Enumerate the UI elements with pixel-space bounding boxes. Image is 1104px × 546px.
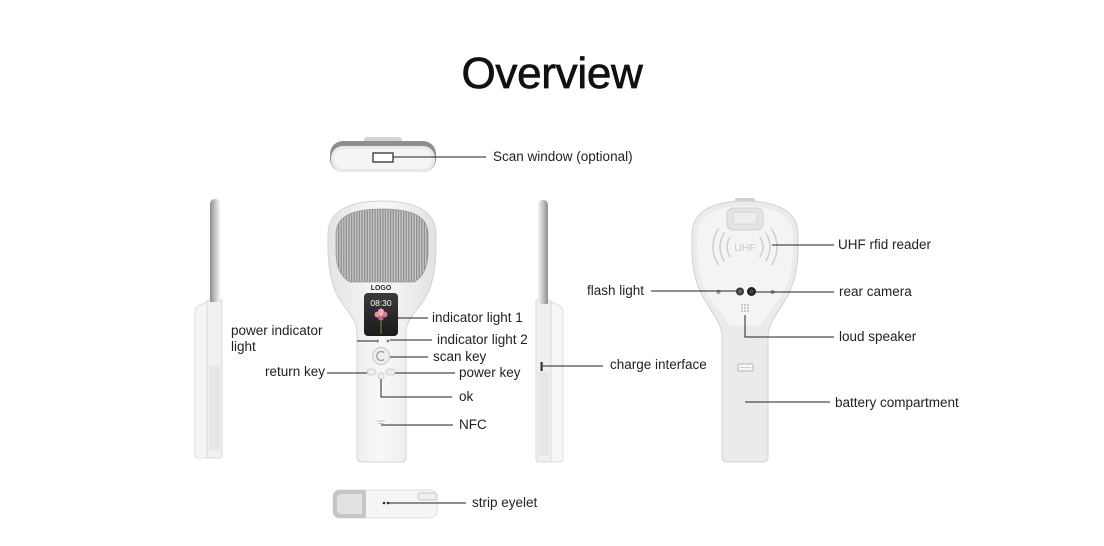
label-power-indicator-light: power indicator light bbox=[231, 323, 323, 355]
return-key bbox=[366, 368, 377, 376]
power-key bbox=[385, 368, 396, 376]
label-flash-light: flash light bbox=[587, 283, 645, 298]
callout-line-ok bbox=[380, 379, 452, 398]
strip-eyelet-hole bbox=[386, 501, 390, 505]
bottom-view-head-face bbox=[337, 494, 362, 514]
speaker-hole bbox=[747, 304, 749, 306]
screw-left bbox=[716, 289, 721, 295]
flower-petal bbox=[378, 308, 384, 315]
scan-key bbox=[372, 347, 390, 365]
label-battery-compartment: battery compartment bbox=[835, 395, 959, 410]
label-uhf-rfid-reader: UHF rfid reader bbox=[838, 237, 932, 252]
speaker-hole bbox=[744, 310, 746, 312]
speaker-hole bbox=[741, 310, 743, 312]
top-view-device bbox=[330, 137, 436, 172]
left-side-head bbox=[210, 199, 220, 302]
ok-key bbox=[377, 372, 385, 380]
back-head-face bbox=[697, 206, 793, 326]
label-indicator-light-1: indicator light 1 bbox=[432, 310, 523, 325]
right-side-grip bbox=[538, 372, 549, 456]
speaker-hole bbox=[747, 307, 749, 309]
strip-eyelet-hole bbox=[382, 501, 386, 505]
uhf-wave-left-mid bbox=[719, 232, 726, 262]
uhf-wave-right-mid bbox=[764, 232, 771, 262]
label-return-key: return key bbox=[265, 364, 326, 379]
left-side-view-device bbox=[194, 199, 223, 459]
back-scan-window bbox=[732, 211, 758, 225]
speaker-hole bbox=[747, 310, 749, 312]
label-loud-speaker: loud speaker bbox=[839, 329, 917, 344]
flower-center bbox=[379, 312, 383, 317]
rear-camera-lens bbox=[749, 289, 754, 294]
label-nfc: NFC bbox=[459, 417, 487, 432]
speaker-hole bbox=[741, 307, 743, 309]
front-view-device: LOGO 08:30 bbox=[327, 200, 437, 463]
keypad bbox=[366, 347, 396, 380]
callout-lines bbox=[327, 156, 834, 504]
uhf-wave-left-outer bbox=[712, 228, 720, 266]
label-power-indicator-light-line-2: light bbox=[231, 339, 256, 354]
speaker-hole bbox=[744, 307, 746, 309]
label-charge-interface: charge interface bbox=[610, 357, 707, 372]
bottom-view-device bbox=[332, 489, 438, 519]
label-scan-key: scan key bbox=[433, 349, 487, 364]
screen-clock: 08:30 bbox=[370, 298, 392, 308]
flash-light-lens bbox=[738, 289, 742, 294]
speaker-hole bbox=[741, 304, 743, 306]
power-indicator-light-dot bbox=[376, 339, 379, 343]
label-indicator-light-2: indicator light 2 bbox=[437, 332, 528, 347]
charge-port bbox=[540, 362, 543, 371]
bottom-view-cap bbox=[417, 492, 438, 501]
label-strip-eyelet: strip eyelet bbox=[472, 495, 538, 510]
uhf-antenna-icon bbox=[712, 228, 778, 266]
left-side-grip bbox=[209, 366, 220, 450]
logo-text: LOGO bbox=[371, 285, 392, 292]
display-screen: 08:30 bbox=[364, 293, 398, 336]
page-title: Overview bbox=[461, 49, 643, 98]
label-rear-camera: rear camera bbox=[839, 284, 912, 299]
uhf-wave-right-inner bbox=[759, 236, 764, 258]
flower-petal bbox=[378, 314, 384, 321]
uhf-wave-right-outer bbox=[770, 228, 778, 266]
right-side-view-device bbox=[535, 200, 564, 463]
label-power-key: power key bbox=[459, 365, 521, 380]
scanner-grille bbox=[335, 208, 429, 283]
right-side-head bbox=[538, 200, 548, 304]
scan-key-icon bbox=[376, 350, 385, 362]
label-scan-window: Scan window (optional) bbox=[493, 149, 633, 164]
label-ok: ok bbox=[459, 389, 474, 404]
label-power-indicator-light-line-1: power indicator bbox=[231, 323, 323, 338]
nfc-mark bbox=[377, 420, 385, 424]
callout-line-loud-speaker bbox=[744, 315, 834, 338]
indicator-light-2-dot bbox=[386, 339, 390, 343]
uhf-mark-text: UHF bbox=[734, 242, 756, 254]
speaker-grille-icon bbox=[741, 304, 749, 312]
uhf-wave-left-inner bbox=[726, 236, 731, 258]
speaker-hole bbox=[744, 304, 746, 306]
scan-window bbox=[372, 152, 394, 163]
flower-wallpaper-icon bbox=[374, 308, 388, 334]
